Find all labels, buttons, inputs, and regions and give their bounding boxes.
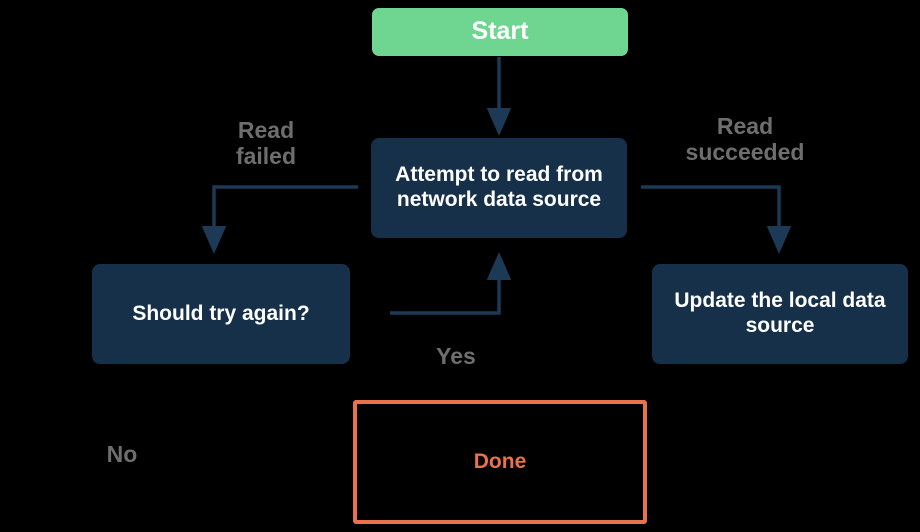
node-start[interactable]: Start — [372, 8, 628, 56]
edge-label-yes: Yes — [436, 343, 476, 369]
node-update-local-data-source-label: Update the local data source — [674, 289, 886, 337]
node-done-label: Done — [473, 449, 527, 473]
node-attempt-read[interactable]: Attempt to read from network data source — [371, 138, 627, 238]
edge-attempt-to-update — [641, 185, 792, 254]
edge-label-read-failed: Read failed — [235, 117, 297, 169]
edge-label-read-succeeded: Read succeeded — [685, 113, 805, 165]
edge-should-try-to-attempt — [390, 252, 512, 315]
node-should-try-again[interactable]: Should try again? — [92, 264, 350, 364]
node-attempt-read-label: Attempt to read from network data source — [395, 163, 603, 211]
node-start-label: Start — [471, 17, 529, 46]
node-done[interactable]: Done — [353, 400, 647, 524]
edge-label-no: No — [106, 441, 138, 467]
node-should-try-again-label: Should try again? — [132, 301, 310, 325]
edge-attempt-to-should-try — [201, 185, 358, 254]
node-update-local-data-source[interactable]: Update the local data source — [652, 264, 908, 364]
